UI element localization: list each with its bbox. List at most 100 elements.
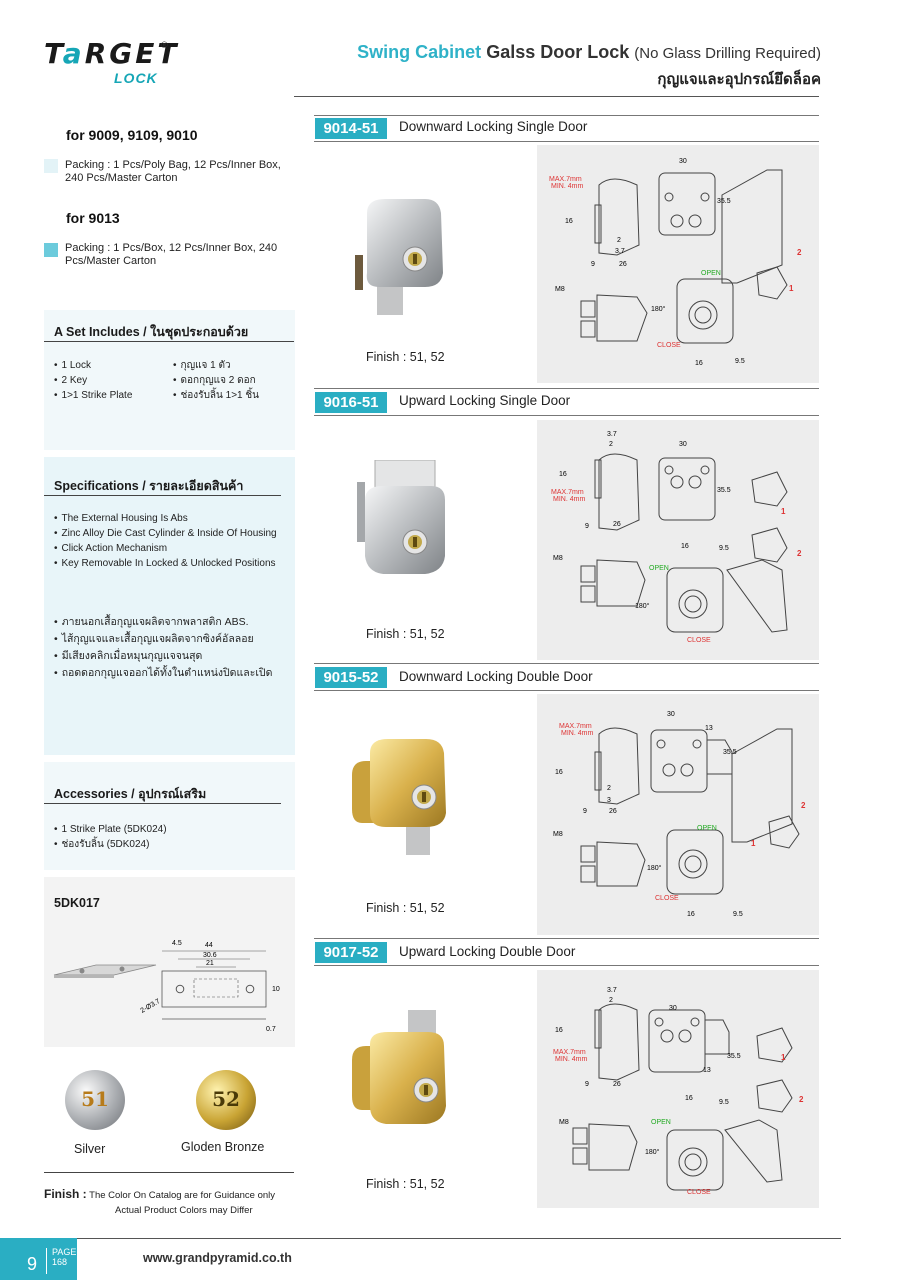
drawing-label: 3.7: [607, 431, 617, 438]
drawing-label: 35.5: [723, 749, 737, 756]
page-separator: [46, 1248, 47, 1274]
page-tab: [0, 1238, 77, 1280]
strike-plate-code: 5DK017: [54, 896, 100, 910]
drawing-label: MIN. 4mm: [551, 183, 583, 190]
drawing-label: 16: [565, 218, 573, 225]
technical-drawing: MAX.7mm MIN. 4mm 30 13 35.5 16 2 3 9 26 …: [537, 694, 819, 935]
drawing-label: OPEN: [697, 825, 717, 832]
drawing-label: MAX.7mm: [551, 489, 584, 496]
drawing-label: 16: [559, 471, 567, 478]
drawing-label: MIN. 4mm: [555, 1056, 587, 1063]
drawing-label: MIN. 4mm: [553, 496, 585, 503]
drawing-label: 9.5: [719, 545, 729, 552]
specifications-list-en: The External Housing Is Abs Zinc Alloy D…: [54, 511, 277, 571]
drawing-label: 16: [555, 769, 563, 776]
product-code: 9015-52: [315, 667, 387, 688]
product-finish: Finish : 51, 52: [366, 901, 445, 915]
dim-label: 30.6: [203, 952, 217, 959]
section-divider: [314, 663, 819, 664]
logo-sub: LOCK: [114, 70, 158, 86]
list-item: Key Removable In Locked & Unlocked Posit…: [54, 556, 277, 571]
drawing-label: 1: [789, 284, 794, 293]
technical-drawing: MAX.7mm MIN. 4mm 30 35.5 16 2 3.7 9 26 M…: [537, 145, 819, 383]
product-photo-silver-down: [355, 199, 443, 315]
drawing-label: 180°: [645, 1148, 660, 1156]
drawing-label: 1: [751, 839, 756, 848]
list-item: 1 Strike Plate (5DK024): [54, 822, 167, 837]
dim-label: 44: [205, 942, 213, 949]
product-name: Downward Locking Double Door: [399, 669, 593, 684]
drawing-label: MIN. 4mm: [561, 730, 593, 737]
title-thai: กุญแจและอุปกรณ์ยึดล็อค: [657, 71, 821, 88]
list-item: ช่องรับลิ้น (5DK024): [54, 837, 167, 852]
title-part3: (No Glass Drilling Required): [634, 45, 821, 62]
drawing-label: MAX.7mm: [559, 723, 592, 730]
title-part1: Swing Cabinet: [357, 42, 482, 62]
section-divider: [314, 388, 819, 389]
dim-label: 21: [206, 960, 214, 967]
product-finish: Finish : 51, 52: [366, 627, 445, 641]
accessories-list: 1 Strike Plate (5DK024) ช่องรับลิ้น (5DK…: [54, 822, 167, 852]
list-item: Click Action Mechanism: [54, 541, 277, 556]
drawing-label: 9: [583, 808, 587, 815]
drawing-label: 30: [679, 158, 687, 165]
section-divider: [314, 965, 819, 966]
drawing-label: 30: [667, 711, 675, 718]
list-item: 1 Lock: [54, 358, 132, 373]
packing-text-1: Packing : 1 Pcs/Poly Bag, 12 Pcs/Inner B…: [65, 159, 281, 184]
drawing-label: 16: [695, 360, 703, 367]
drawing-label: MAX.7mm: [553, 1049, 586, 1056]
drawing-label: 13: [705, 725, 713, 732]
accessories-divider: [44, 803, 281, 804]
page-total: 168: [52, 1257, 68, 1267]
specifications-divider: [44, 495, 281, 496]
page-label: PAGE 168: [52, 1247, 76, 1267]
product-photo-gold-down: [352, 739, 446, 855]
section-divider: [314, 141, 819, 142]
drawing-label: 16: [687, 911, 695, 918]
drawing-label: 9.5: [735, 358, 745, 365]
drawing-label: 2: [799, 1095, 804, 1104]
set-includes-list-th: กุญแจ 1 ตัว ดอกกุญแจ 2 ดอก ช่องรับลิ้น 1…: [173, 358, 260, 403]
color-number: 51: [81, 1087, 109, 1111]
technical-drawing: 3.7 2 30 16 35.5 13 MAX.7mm MIN. 4mm 9 2…: [537, 970, 819, 1208]
drawing-label: 26: [609, 808, 617, 815]
drawing-label: CLOSE: [657, 342, 681, 349]
drawing-label: 1: [781, 507, 786, 516]
list-item: Zinc Alloy Die Cast Cylinder & Inside Of…: [54, 526, 277, 541]
drawing-label: M8: [553, 831, 563, 838]
title-part2: Galss Door Lock: [486, 42, 630, 62]
drawing-label: 2: [801, 801, 806, 810]
list-item: ถอดดอกกุญแจออกได้ทั้งในตำแหน่งปิดและเปิด: [54, 665, 273, 682]
drawing-label: 26: [613, 521, 621, 528]
website-url[interactable]: www.grandpyramid.co.th: [143, 1251, 292, 1265]
set-includes-list-en: 1 Lock 2 Key 1>1 Strike Plate: [54, 358, 133, 403]
section-divider: [314, 415, 819, 416]
drawing-label: 9: [591, 261, 595, 268]
drawing-label: OPEN: [649, 565, 669, 572]
drawing-label: M8: [555, 286, 565, 293]
section-divider: [314, 938, 819, 939]
strike-plate-panel: 5DK017 4.5 44 30.6 21 10 2-Ø3.7 0.7: [44, 877, 295, 1047]
list-item: ช่องรับลิ้น 1>1 ชิ้น: [173, 388, 260, 403]
product-name: Downward Locking Single Door: [399, 119, 588, 134]
drawing-label: 35.5: [717, 198, 731, 205]
logo-wordmark: TaRGET: [44, 37, 180, 70]
color-label-bronze: Gloden Bronze: [181, 1140, 265, 1154]
section-divider: [314, 115, 819, 116]
dim-label: 4.5: [172, 940, 182, 947]
product-photo-gold-up: [352, 1010, 446, 1124]
packing-title-1: for 9009, 9109, 9010: [66, 127, 198, 143]
drawing-label: 9.5: [719, 1099, 729, 1106]
drawing-label: OPEN: [701, 270, 721, 277]
product-code: 9014-51: [315, 118, 387, 139]
specifications-title: Specifications / รายละเอียดสินค้า: [54, 479, 244, 493]
drawing-label: 2: [607, 785, 611, 792]
color-swatch-silver: 51: [65, 1070, 125, 1130]
packing-swatch-1: [44, 159, 58, 173]
strike-plate-drawing: 4.5 44 30.6 21 10 2-Ø3.7 0.7: [53, 940, 280, 1033]
color-swatch-bronze: 52: [196, 1070, 256, 1130]
drawing-label: 3.7: [615, 248, 625, 255]
drawing-label: 9: [585, 523, 589, 530]
list-item: กุญแจ 1 ตัว: [173, 358, 259, 373]
